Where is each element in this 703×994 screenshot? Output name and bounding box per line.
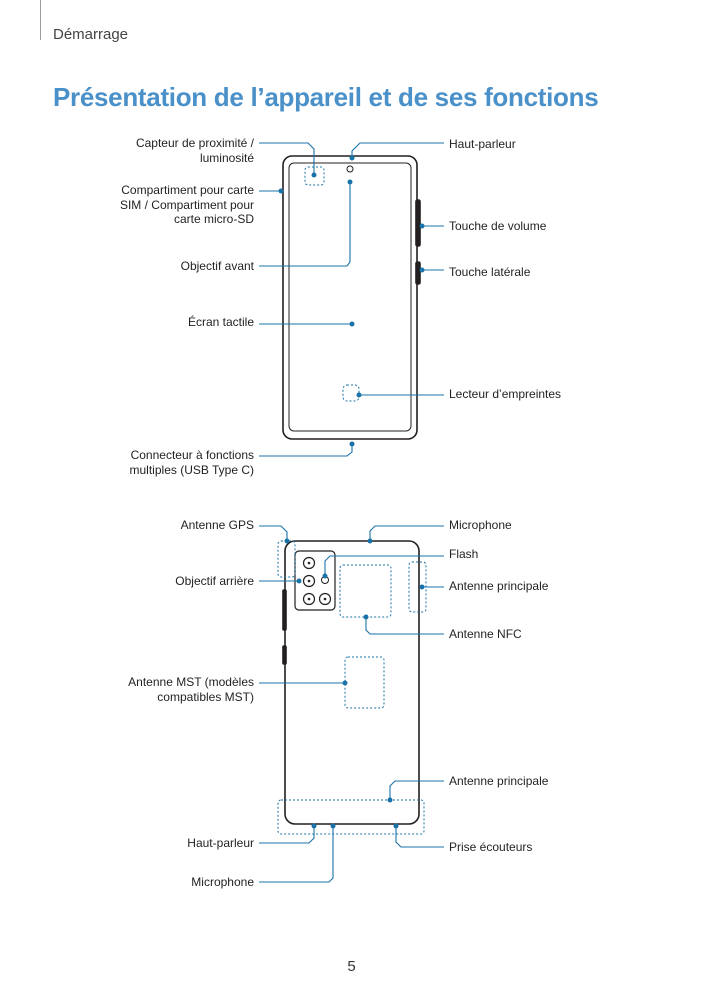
label-proximity-sensor: Capteur de proximité / luminosité <box>135 136 254 165</box>
label-rear-camera: Objectif arrière <box>175 574 254 588</box>
label-earpiece: Haut-parleur <box>449 137 516 151</box>
camera-lens-1 <box>302 556 316 570</box>
label-headset-jack: Prise écouteurs <box>449 840 533 854</box>
camera-lens-2 <box>302 574 316 588</box>
label-gps-antenna: Antenne GPS <box>180 518 254 532</box>
label-main-antenna-2: Antenne principale <box>449 774 549 788</box>
label-flash: Flash <box>449 547 479 561</box>
front-leaders <box>259 142 444 457</box>
label-sim-tray: Compartiment pour carte SIM / Compartime… <box>119 183 254 226</box>
proximity-sensor-area <box>304 166 325 186</box>
label-volume-key: Touche de volume <box>449 219 547 233</box>
back-leaders <box>259 525 444 883</box>
fingerprint-area <box>342 384 360 402</box>
label-mst-antenna: Antenne MST (modèles compatibles MST) <box>128 675 254 704</box>
front-body <box>282 155 418 440</box>
label-main-antenna-1: Antenne principale <box>449 579 549 593</box>
front-screen <box>288 162 412 432</box>
camera-lens-3 <box>302 592 316 606</box>
section-header: Démarrage <box>53 26 129 43</box>
nfc-antenna-area <box>339 564 392 618</box>
page-number: 5 <box>347 958 356 975</box>
label-side-key: Touche latérale <box>449 265 531 279</box>
label-touchscreen: Écran tactile <box>187 315 254 329</box>
main-antenna-area-2 <box>277 799 425 835</box>
camera-lens-4 <box>318 592 332 606</box>
page-title: Présentation de l’appareil et de ses fon… <box>53 82 599 112</box>
header-rule <box>40 0 41 40</box>
label-nfc-antenna: Antenne NFC <box>449 627 522 641</box>
label-microphone-bottom: Microphone <box>191 875 254 889</box>
back-side-key-2 <box>282 645 287 665</box>
label-fingerprint: Lecteur d’empreintes <box>449 387 562 401</box>
label-front-camera: Objectif avant <box>180 259 254 273</box>
label-speaker: Haut-parleur <box>187 836 254 850</box>
side-key <box>415 261 421 285</box>
front-camera-hole <box>346 165 354 173</box>
label-microphone-top: Microphone <box>449 518 512 532</box>
mst-antenna-area <box>344 656 385 709</box>
front-device <box>282 155 421 440</box>
volume-key <box>415 199 421 247</box>
label-usb-connector: Connecteur à fonctions multiples (USB Ty… <box>129 448 254 477</box>
back-side-key <box>282 589 287 631</box>
